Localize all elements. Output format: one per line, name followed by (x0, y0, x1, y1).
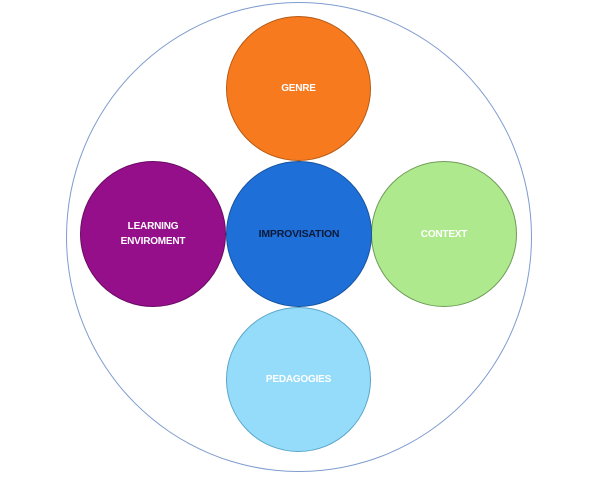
context-circle: CONTEXT (371, 161, 517, 307)
improvisation-label: IMPROVISATION (258, 227, 340, 240)
pedagogies-label: PEDAGOGIES (265, 374, 332, 385)
learning-environment-label: LEARNING ENVIROMENT (120, 221, 186, 247)
genre-circle: GENRE (226, 16, 371, 161)
context-label: CONTEXT (420, 228, 468, 240)
learning-environment-circle: LEARNING ENVIROMENT (80, 161, 226, 307)
genre-label: GENRE (281, 83, 316, 94)
pedagogies-circle: PEDAGOGIES (226, 307, 371, 452)
improvisation-circle: IMPROVISATION (226, 161, 372, 307)
